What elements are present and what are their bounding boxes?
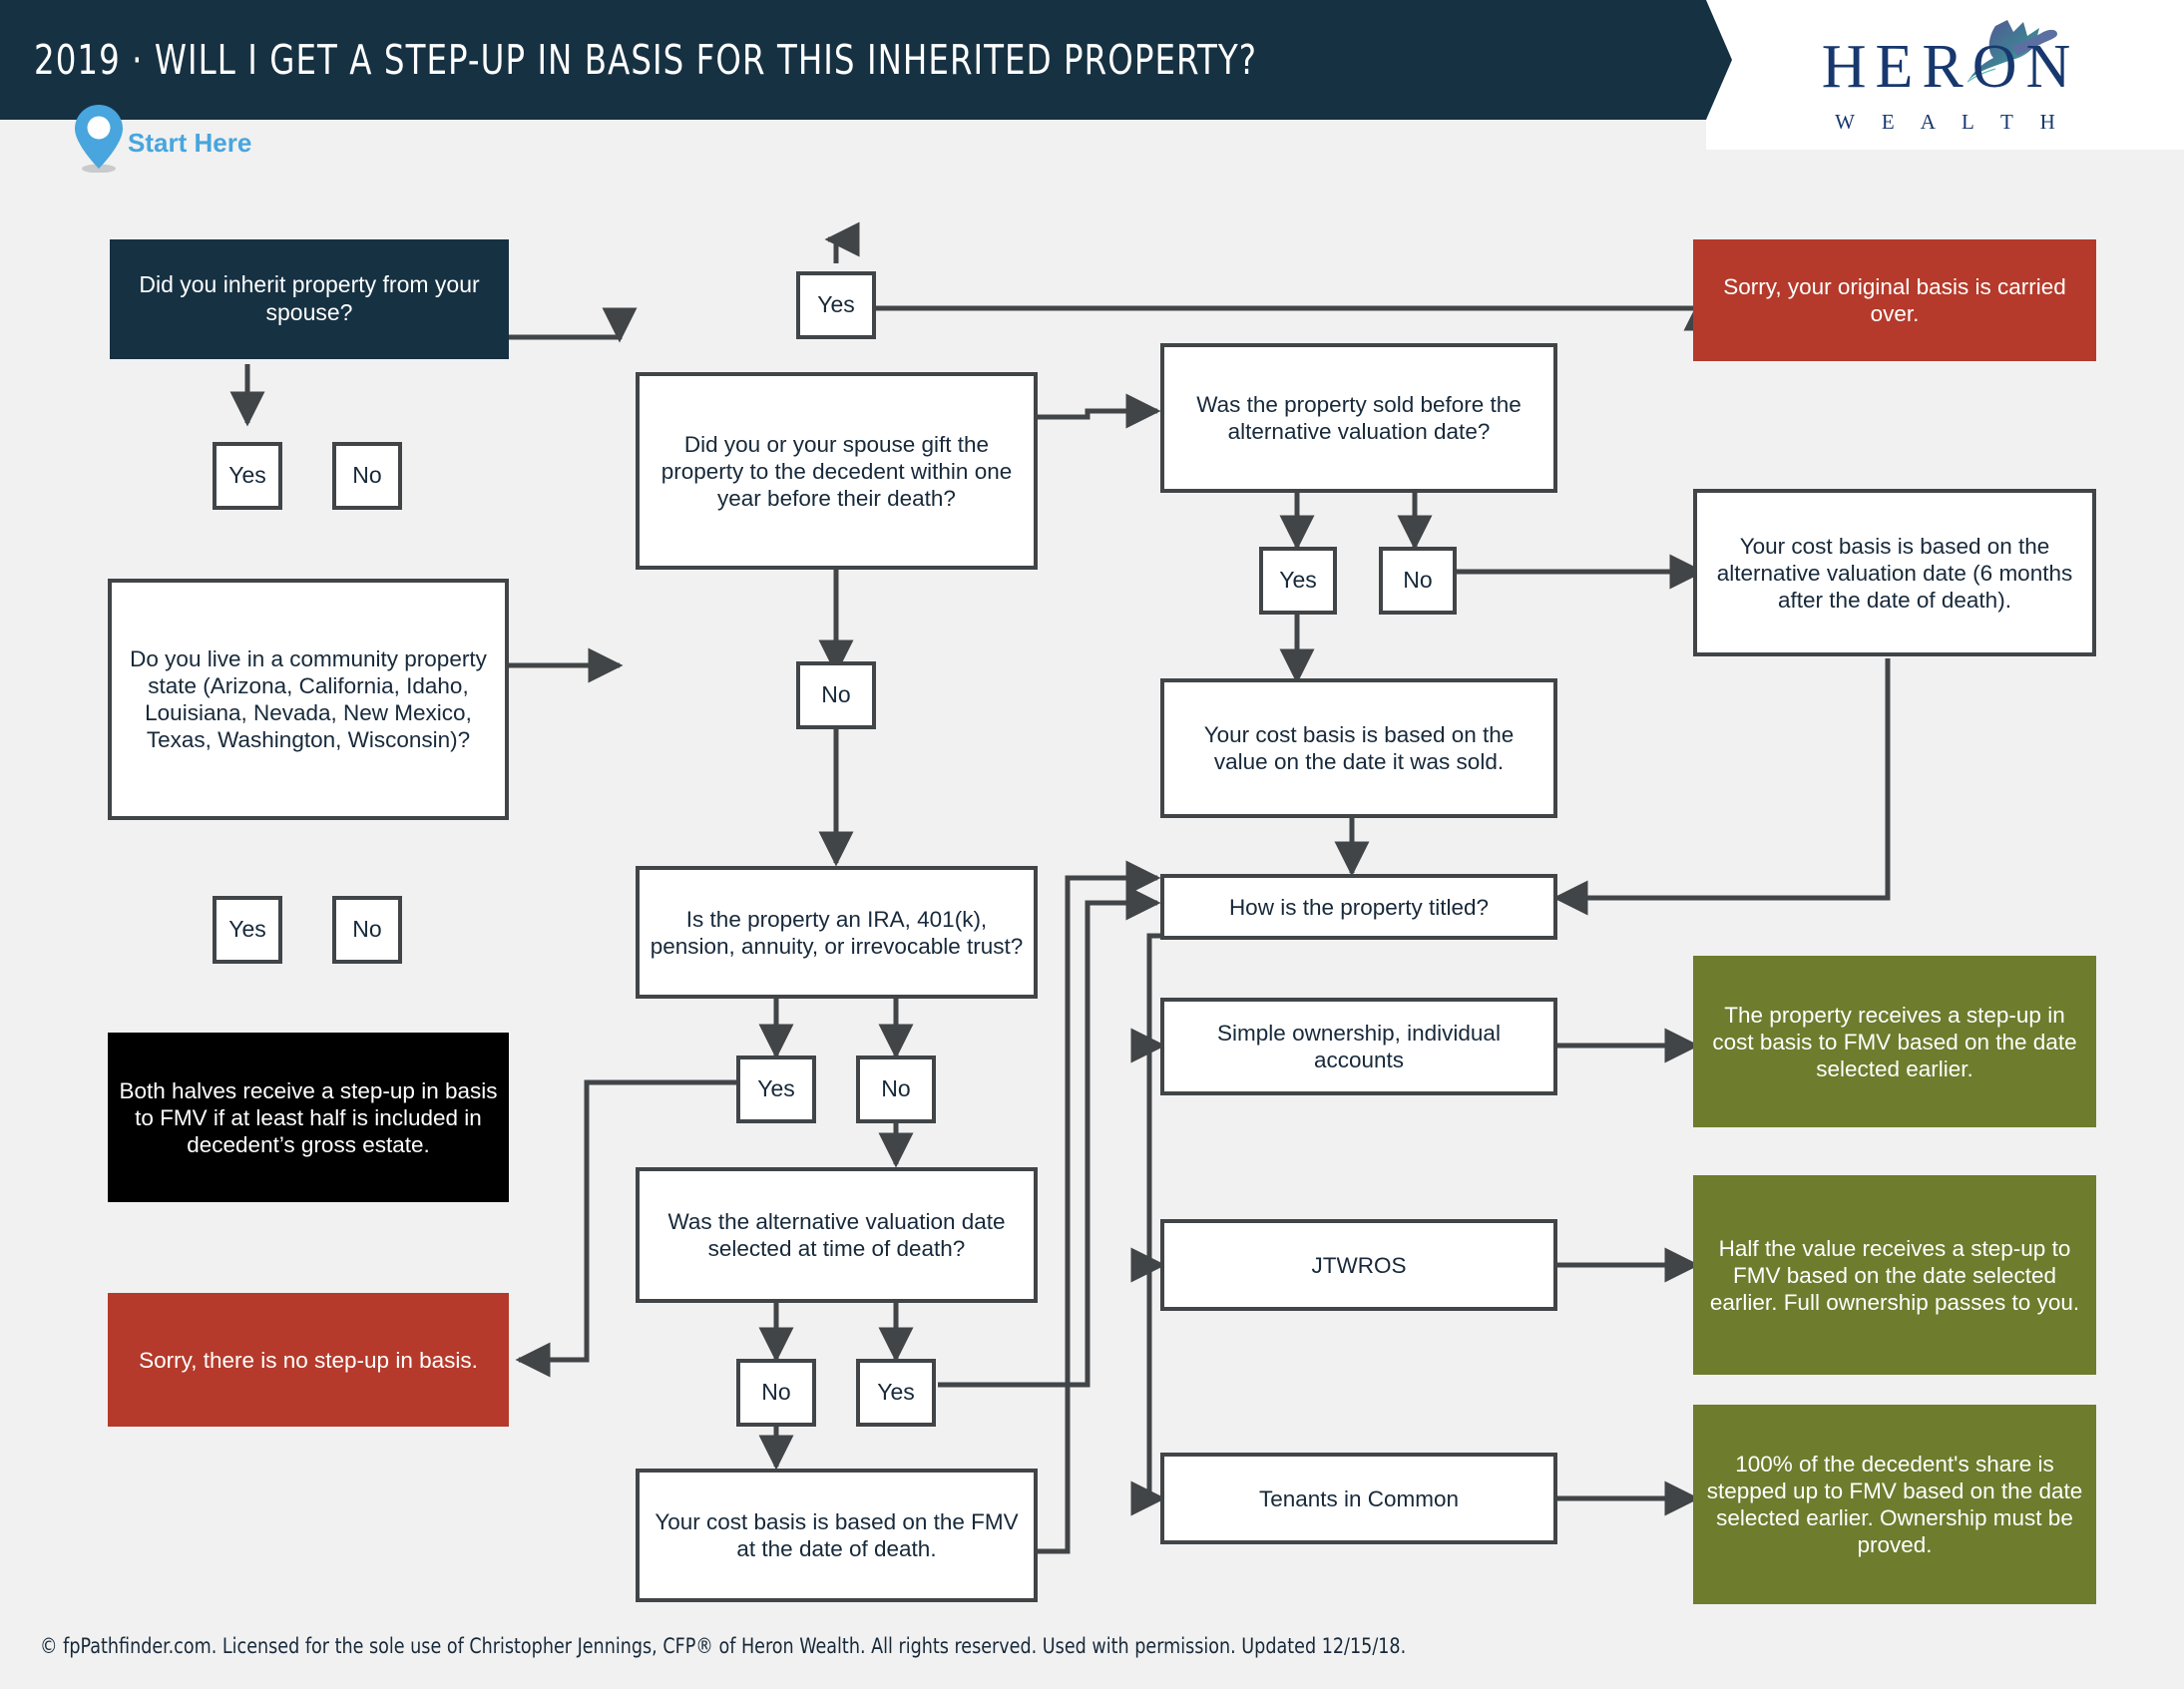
result-simple-ownership-stepup: The property receives a step-up in cost … [1693, 956, 2096, 1127]
result-no-step-up: Sorry, there is no step-up in basis. [108, 1293, 509, 1427]
page-header: 2019 · WILL I GET A STEP-UP IN BASIS FOR… [0, 0, 1706, 120]
heron-wealth-logo: HERON W E A L T H [1751, 18, 2150, 138]
node-how-is-property-titled[interactable]: How is the property titled? [1160, 874, 1557, 940]
node-no-community-state[interactable]: No [332, 896, 402, 964]
node-yes-gift[interactable]: Yes [796, 271, 876, 339]
page-title: 2019 · WILL I GET A STEP-UP IN BASIS FOR… [34, 36, 1258, 84]
result-original-basis-carried-over: Sorry, your original basis is carried ov… [1693, 239, 2096, 361]
node-alt-valuation-date-selected[interactable]: Was the alternative valuation date selec… [636, 1167, 1038, 1303]
result-fmv-at-date-of-death: Your cost basis is based on the FMV at t… [636, 1469, 1038, 1602]
result-both-halves-stepup: Both halves receive a step-up in basis t… [108, 1033, 509, 1202]
result-alternative-valuation-date: Your cost basis is based on the alternat… [1693, 489, 2096, 656]
node-is-ira-401k[interactable]: Is the property an IRA, 401(k), pension,… [636, 866, 1038, 999]
node-yes-ira[interactable]: Yes [736, 1056, 816, 1123]
node-tenants-in-common[interactable]: Tenants in Common [1160, 1453, 1557, 1544]
node-yes-community-state[interactable]: Yes [213, 896, 282, 964]
result-jtwros-stepup: Half the value receives a step-up to FMV… [1693, 1175, 2096, 1375]
node-yes-alt-valuation[interactable]: Yes [856, 1359, 936, 1427]
logo-secondary-text: W E A L T H [1835, 110, 2066, 134]
heron-bird-icon [1966, 20, 2057, 83]
logo-primary-text: HERON [1821, 33, 2080, 101]
node-jtwros[interactable]: JTWROS [1160, 1219, 1557, 1311]
node-no-inherit-spouse[interactable]: No [332, 442, 402, 510]
result-value-on-date-sold: Your cost basis is based on the value on… [1160, 678, 1557, 818]
start-here-label: Start Here [128, 128, 252, 158]
logo-panel [1706, 0, 2184, 150]
map-pin-icon [75, 105, 123, 173]
node-no-gift[interactable]: No [796, 661, 876, 729]
node-no-alt-valuation[interactable]: No [736, 1359, 816, 1427]
node-no-sold-before-alt[interactable]: No [1379, 547, 1457, 615]
header-notch [1706, 0, 1732, 120]
node-simple-ownership[interactable]: Simple ownership, individual accounts [1160, 998, 1557, 1095]
node-gift-within-one-year[interactable]: Did you or your spouse gift the property… [636, 372, 1038, 570]
footer-legal-text: © fpPathfinder.com. Licensed for the sol… [40, 1634, 1407, 1658]
result-tenants-in-common-stepup: 100% of the decedent's share is stepped … [1693, 1405, 2096, 1604]
node-start-question[interactable]: Did you inherit property from your spous… [110, 239, 509, 359]
node-yes-inherit-spouse[interactable]: Yes [213, 442, 282, 510]
node-community-property-state[interactable]: Do you live in a community property stat… [108, 579, 509, 820]
node-yes-sold-before-alt[interactable]: Yes [1259, 547, 1337, 615]
node-sold-before-alt-date[interactable]: Was the property sold before the alterna… [1160, 343, 1557, 493]
node-no-ira[interactable]: No [856, 1056, 936, 1123]
